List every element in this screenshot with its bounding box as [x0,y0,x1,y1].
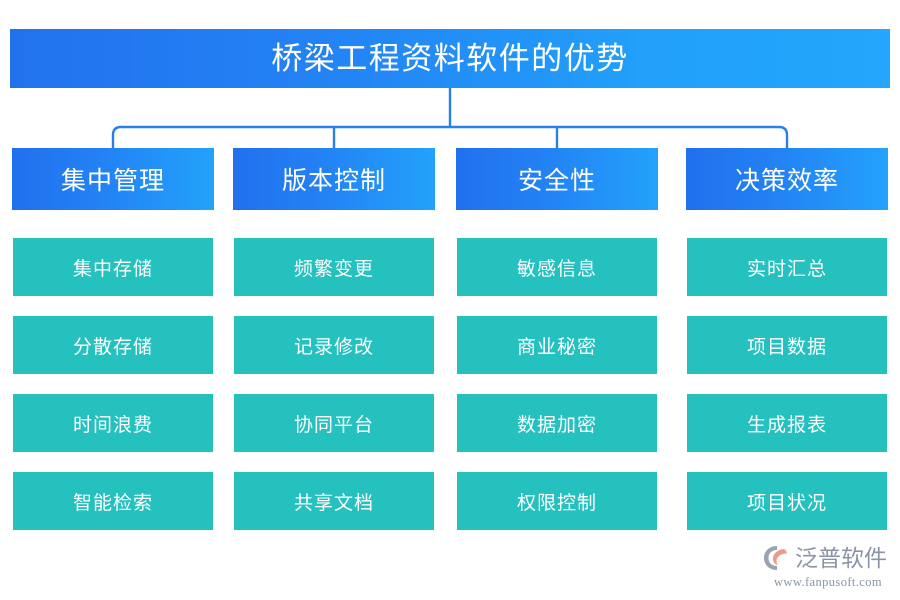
item-box[interactable]: 记录修改 [234,316,434,374]
item-box[interactable]: 项目数据 [687,316,887,374]
item-label: 数据加密 [516,414,597,436]
item-box[interactable]: 分散存储 [13,316,213,374]
item-box[interactable]: 生成报表 [687,394,887,452]
item-box[interactable]: 项目状况 [687,472,887,530]
item-box[interactable]: 数据加密 [457,394,657,452]
item-label: 项目状况 [746,492,827,514]
item-box[interactable]: 商业秘密 [457,316,657,374]
category-box-3[interactable]: 安全性 [456,148,658,210]
category-label-4: 决策效率 [734,168,839,195]
category-box-4[interactable]: 决策效率 [686,148,888,210]
connector-rail [111,125,789,148]
item-label: 记录修改 [293,336,374,358]
brand-logo-name: 泛普软件 [795,545,887,571]
fanpu-logo-icon [764,546,787,570]
connector-lines [111,88,789,148]
category-box-1[interactable]: 集中管理 [12,148,214,210]
brand-logo-url: www.fanpusoft.com [773,575,883,589]
category-label-1: 集中管理 [60,168,165,195]
item-label: 协同平台 [293,414,374,436]
item-label: 时间浪费 [72,414,153,436]
item-box[interactable]: 频繁变更 [234,238,434,296]
item-box[interactable]: 智能检索 [13,472,213,530]
item-box[interactable]: 时间浪费 [13,394,213,452]
item-label: 项目数据 [746,336,827,358]
item-label: 敏感信息 [516,258,597,280]
item-label: 实时汇总 [746,258,827,280]
item-box[interactable]: 集中存储 [13,238,213,296]
category-label-3: 安全性 [517,168,596,195]
item-label: 频繁变更 [293,258,374,280]
brand-logo-row: 泛普软件 [762,543,894,573]
item-box[interactable]: 敏感信息 [457,238,657,296]
category-label-2: 版本控制 [281,168,386,195]
item-label: 智能检索 [72,492,153,514]
diagram-title: 桥梁工程资料软件的优势 [271,41,629,76]
brand-logo: 泛普软件 www.fanpusoft.com [762,543,894,591]
category-box-2[interactable]: 版本控制 [233,148,435,210]
diagram-title-bar: 桥梁工程资料软件的优势 [10,29,890,88]
item-label: 生成报表 [746,414,827,436]
item-label: 分散存储 [72,336,153,358]
item-label: 共享文档 [293,492,374,514]
item-label: 权限控制 [516,492,597,514]
item-label: 集中存储 [72,258,153,280]
item-label: 商业秘密 [516,336,597,358]
item-box[interactable]: 共享文档 [234,472,434,530]
item-box[interactable]: 实时汇总 [687,238,887,296]
item-box[interactable]: 协同平台 [234,394,434,452]
item-box[interactable]: 权限控制 [457,472,657,530]
